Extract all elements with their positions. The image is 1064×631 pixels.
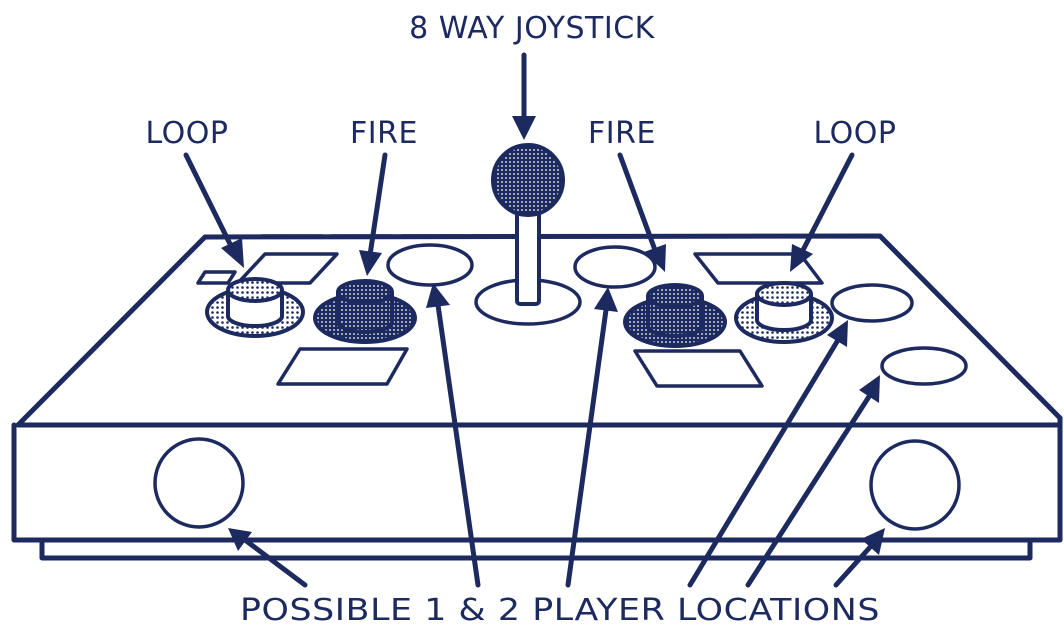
label-loop-right: LOOP	[814, 116, 897, 151]
arrow	[799, 152, 855, 255]
label-8-way-joystick: 8 WAY JOYSTICK	[409, 11, 656, 46]
arrow	[687, 337, 841, 588]
panel-markings	[196, 252, 824, 388]
labels: 8 WAY JOYSTICK LOOP FIRE FIRE LOOP POSSI…	[146, 11, 897, 628]
location-hole	[386, 243, 474, 287]
joystick-ball	[491, 143, 565, 217]
joystick	[474, 143, 582, 326]
label-loop-left: LOOP	[146, 116, 229, 151]
location-hole	[830, 283, 914, 323]
arrow	[565, 307, 609, 588]
loop-button-left	[205, 277, 305, 338]
label-fire-right: FIRE	[588, 116, 656, 151]
location-hole	[880, 346, 968, 386]
fire-button-left	[313, 279, 417, 344]
player-location-holes	[153, 243, 968, 531]
location-hole	[573, 245, 657, 289]
label-player-locations: POSSIBLE 1 & 2 PLAYER LOCATIONS	[240, 593, 880, 628]
arrow	[183, 152, 235, 251]
callout-arrows	[183, 52, 885, 588]
label-fire-left: FIRE	[350, 116, 418, 151]
arrow	[745, 392, 873, 588]
arrow	[242, 537, 308, 588]
fire-button-right	[623, 283, 727, 348]
loop-button-right	[734, 281, 834, 344]
arrow	[617, 152, 658, 253]
control-panel-cabinet	[11, 233, 1063, 561]
arrow	[833, 542, 875, 588]
location-hole	[153, 437, 245, 529]
arrow	[435, 302, 481, 588]
location-hole	[869, 439, 961, 531]
arrow	[367, 152, 388, 258]
